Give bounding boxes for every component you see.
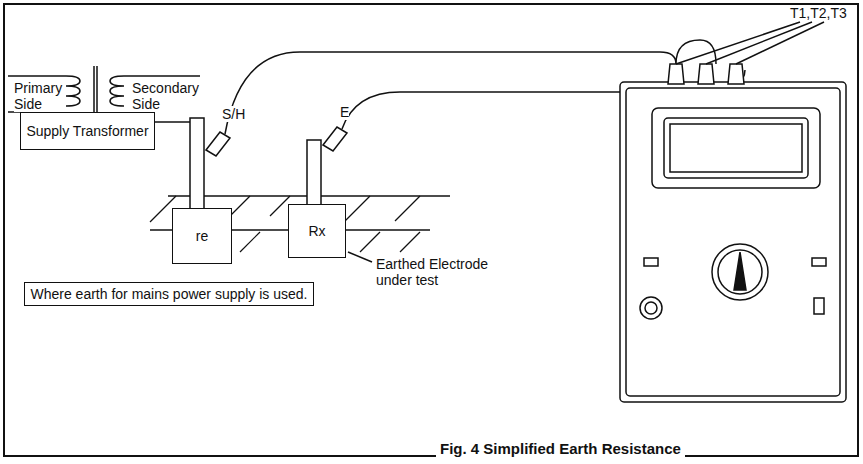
box-text: Supply Transformer xyxy=(26,123,148,139)
winding-label: Primary Side xyxy=(14,80,64,112)
terminal-label: S/H xyxy=(222,106,245,122)
box-text: Rx xyxy=(308,223,325,239)
electrode-box: re xyxy=(172,208,232,264)
note-box: Where earth for mains power supply is us… xyxy=(24,282,314,306)
figure-caption: Fig. 4 Simplified Earth Resistance xyxy=(436,440,685,457)
box-text: re xyxy=(196,228,208,244)
terminal-label: E xyxy=(340,104,349,120)
electrode-box: Rx xyxy=(288,204,346,258)
winding-label: Secondary Side xyxy=(132,80,202,112)
callout-label: Earthed Electrode under test xyxy=(376,256,506,288)
lead-label: T1,T2,T3 xyxy=(790,5,847,21)
box-text: Where earth for mains power supply is us… xyxy=(30,286,307,302)
transformer-box: Supply Transformer xyxy=(20,112,155,150)
